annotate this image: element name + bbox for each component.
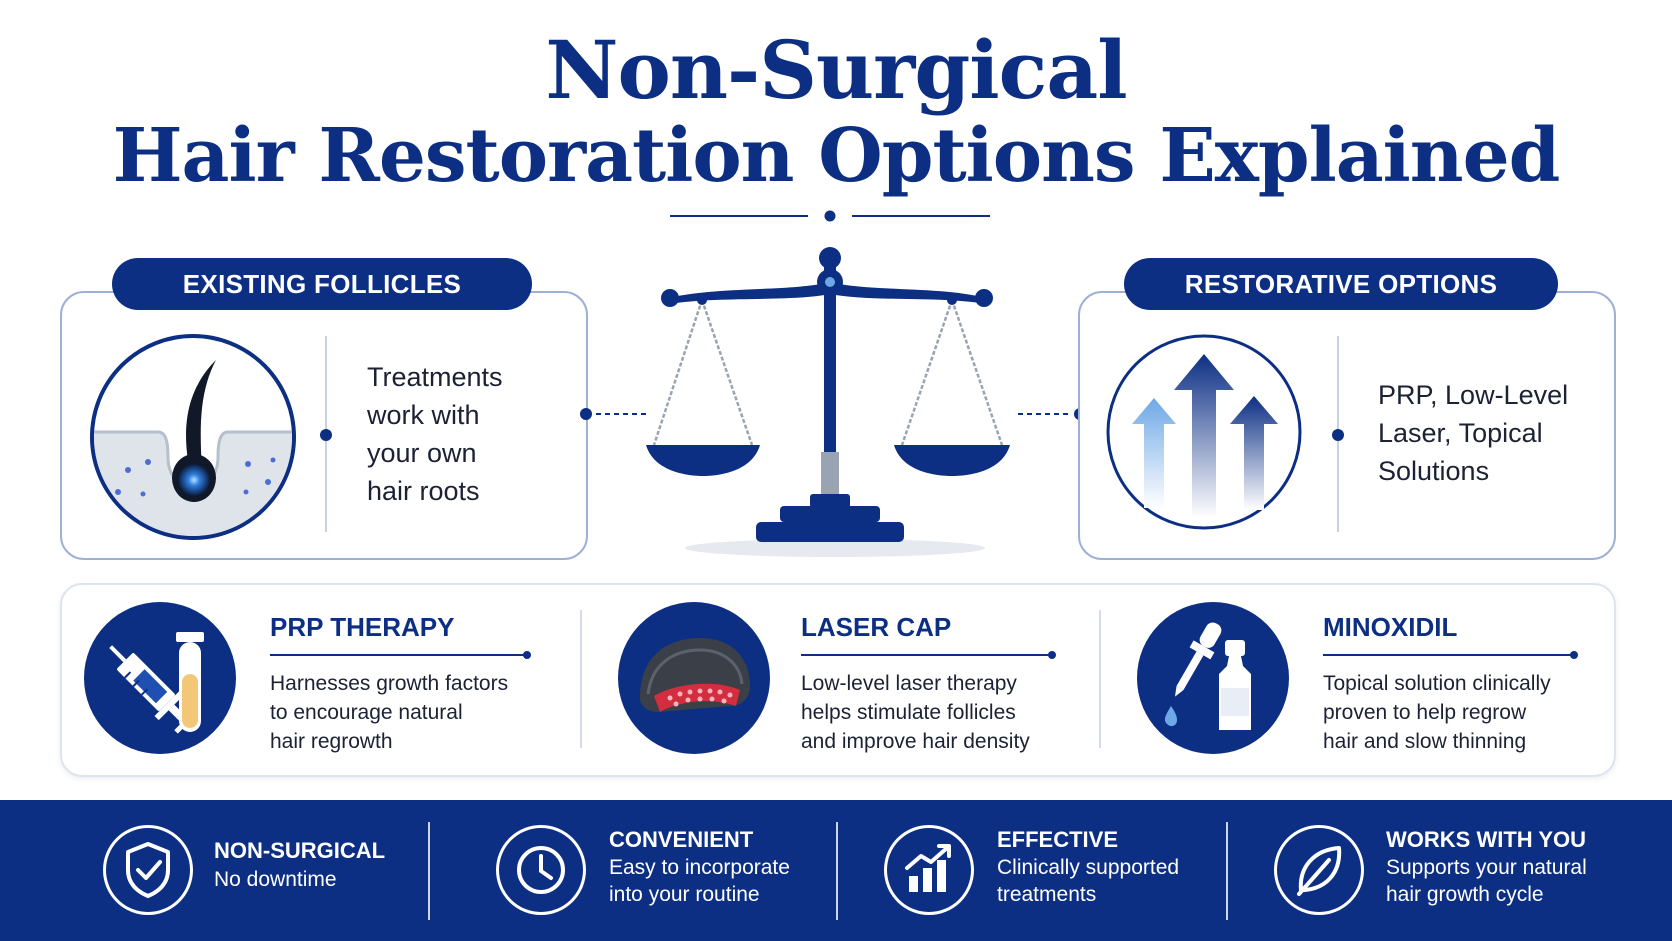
card-separator-2 (1099, 610, 1101, 748)
benefit-works-with-you-description: Supports your natural hair growth cycle (1386, 856, 1587, 906)
laser-cap-icon (618, 602, 770, 754)
minoxidil-title: MINOXIDIL (1323, 612, 1458, 642)
growth-chart-icon (884, 825, 974, 915)
laser-cap-title: LASER CAP (801, 612, 952, 642)
restorative-options-description: PRP, Low-Level Laser, Topical Solutions (1378, 380, 1569, 486)
benefits-footer: NON-SURGICAL No downtime CONVENIENT Easy… (0, 800, 1672, 941)
syringe-and-vial-icon (84, 602, 236, 754)
title-ornament-divider (670, 210, 990, 222)
minoxidil-rule (1323, 651, 1578, 659)
dropper-bottle-icon (1137, 602, 1289, 754)
left-panel-bullet (320, 429, 332, 441)
treatments-card-row (60, 583, 1616, 777)
benefit-works-with-you-title: WORKS WITH YOU (1386, 827, 1587, 852)
page-title-line-1: Non-Surgical (545, 23, 1127, 117)
growth-arrows-icon (1106, 334, 1302, 530)
benefit-effective-title: EFFECTIVE (997, 827, 1119, 852)
clock-icon (496, 825, 586, 915)
benefit-non-surgical-description: No downtime (214, 868, 337, 891)
laser-cap-rule (801, 651, 1056, 659)
footer-separator-3 (1226, 822, 1228, 920)
balance-scale-icon (646, 247, 1010, 557)
right-panel-bullet (1332, 429, 1344, 441)
prp-therapy-rule (270, 651, 531, 659)
benefit-effective-description: Clinically supported treatments (997, 856, 1180, 906)
card-separator-1 (580, 610, 582, 748)
left-connector (580, 408, 648, 420)
benefit-convenient-description: Easy to incorporate into your routine (609, 856, 790, 906)
benefit-convenient-title: CONVENIENT (609, 827, 754, 852)
hair-follicle-icon (90, 334, 296, 540)
shield-check-icon (103, 825, 193, 915)
footer-separator-2 (836, 822, 838, 920)
restorative-options-label: RESTORATIVE OPTIONS (1124, 258, 1558, 310)
minoxidil-description: Topical solution clinically proven to he… (1323, 672, 1551, 753)
existing-follicles-label: EXISTING FOLLICLES (112, 258, 532, 310)
prp-therapy-description: Harnesses growth factors to encourage na… (270, 672, 509, 753)
footer-separator-1 (428, 822, 430, 920)
laser-cap-description: Low-level laser therapy helps stimulate … (801, 672, 1030, 753)
leaf-icon (1274, 825, 1364, 915)
existing-follicles-description: Treatments work with your own hair roots (367, 362, 503, 506)
page-title-line-2: Hair Restoration Options Explained (112, 113, 1561, 199)
benefit-non-surgical-title: NON-SURGICAL (214, 838, 386, 863)
prp-therapy-title: PRP THERAPY (270, 612, 455, 642)
